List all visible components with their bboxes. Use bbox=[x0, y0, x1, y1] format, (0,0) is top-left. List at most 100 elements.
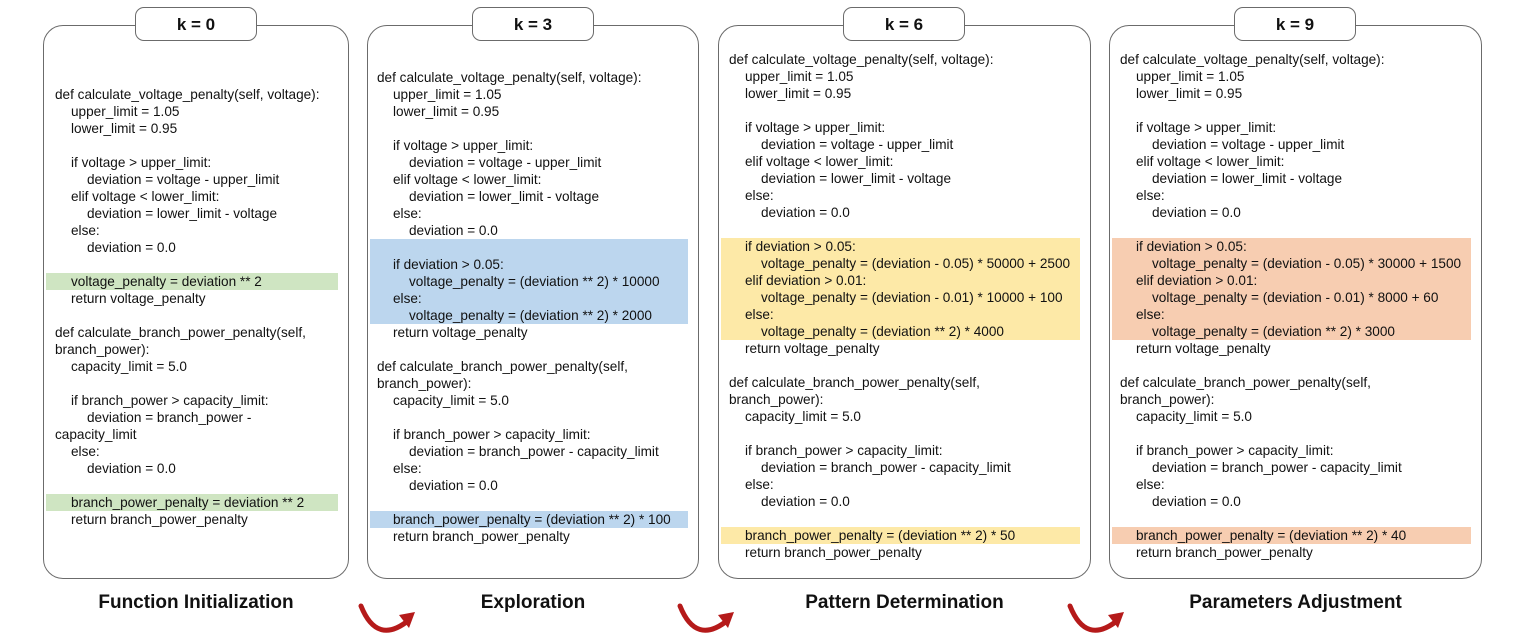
code-line: upper_limit = 1.05 bbox=[1136, 69, 1245, 84]
code-line: voltage_penalty = (deviation - 0.01) * 1… bbox=[721, 289, 1080, 306]
code-line: branch_power): bbox=[1120, 392, 1215, 407]
code-line: deviation = voltage - upper_limit bbox=[87, 172, 280, 187]
code-line: deviation = 0.0 bbox=[761, 205, 850, 220]
code-line: elif deviation > 0.01: bbox=[1112, 272, 1471, 289]
code-line: return voltage_penalty bbox=[71, 291, 206, 306]
code-line: def calculate_voltage_penalty(self, volt… bbox=[1120, 52, 1385, 67]
code-line: else: bbox=[1136, 477, 1165, 492]
code-line: lower_limit = 0.95 bbox=[745, 86, 852, 101]
code-line bbox=[46, 477, 338, 494]
code-line: if deviation > 0.05: bbox=[370, 256, 688, 273]
code-line: def calculate_voltage_penalty(self, volt… bbox=[55, 87, 320, 102]
code-line: if deviation > 0.05: bbox=[1112, 238, 1471, 255]
code-line: deviation = lower_limit - voltage bbox=[1152, 171, 1343, 186]
code-line bbox=[721, 221, 1080, 238]
stage-label: Exploration bbox=[480, 592, 586, 613]
code-line: deviation = branch_power - bbox=[87, 410, 252, 425]
code-line: def calculate_branch_power_penalty(self, bbox=[729, 375, 980, 390]
panel-k9: def calculate_voltage_penalty(self, volt… bbox=[1109, 25, 1482, 579]
code-line: voltage_penalty = (deviation - 0.01) * 8… bbox=[1112, 289, 1471, 306]
code-line: deviation = 0.0 bbox=[761, 494, 850, 509]
code-line: voltage_penalty = (deviation - 0.05) * 3… bbox=[1112, 255, 1471, 272]
code-line: if voltage > upper_limit: bbox=[71, 155, 212, 170]
code-line bbox=[721, 510, 1080, 527]
code-line: return branch_power_penalty bbox=[1136, 545, 1313, 560]
code-line: if branch_power > capacity_limit: bbox=[71, 393, 269, 408]
code-line: branch_power_penalty = (deviation ** 2) … bbox=[1112, 527, 1471, 544]
stage-label: Parameters Adjustment bbox=[1189, 592, 1402, 613]
code-line bbox=[1112, 102, 1471, 119]
code-line: capacity_limit = 5.0 bbox=[1136, 409, 1252, 424]
code-line: if branch_power > capacity_limit: bbox=[1136, 443, 1334, 458]
code-line: def calculate_branch_power_penalty(self, bbox=[1120, 375, 1371, 390]
code-line: capacity_limit = 5.0 bbox=[393, 393, 509, 408]
code-line: else: bbox=[721, 306, 1080, 323]
code-line: deviation = 0.0 bbox=[87, 461, 176, 476]
code-line: deviation = voltage - upper_limit bbox=[409, 155, 602, 170]
code-line: else: bbox=[1112, 306, 1471, 323]
code-line: else: bbox=[393, 461, 422, 476]
code-line: def calculate_branch_power_penalty(self, bbox=[377, 359, 628, 374]
code-line bbox=[721, 425, 1080, 442]
code-line: if branch_power > capacity_limit: bbox=[745, 443, 943, 458]
code-line: if voltage > upper_limit: bbox=[393, 138, 534, 153]
code-line: else: bbox=[745, 188, 774, 203]
code-line: def calculate_voltage_penalty(self, volt… bbox=[729, 52, 994, 67]
curved-arrow-icon bbox=[677, 603, 734, 633]
code-line: return branch_power_penalty bbox=[745, 545, 922, 560]
code-line: upper_limit = 1.05 bbox=[71, 104, 180, 119]
code-line: capacity_limit bbox=[55, 427, 137, 442]
code-block: def calculate_voltage_penalty(self, volt… bbox=[1110, 51, 1481, 561]
code-line: else: bbox=[393, 206, 422, 221]
code-line: deviation = 0.0 bbox=[1152, 205, 1241, 220]
code-block: def calculate_voltage_penalty(self, volt… bbox=[719, 51, 1090, 561]
code-line bbox=[1112, 357, 1471, 374]
code-line: branch_power_penalty = (deviation ** 2) … bbox=[721, 527, 1080, 544]
code-line: elif voltage < lower_limit: bbox=[745, 154, 894, 169]
code-line bbox=[46, 375, 338, 392]
stage-label: Function Initialization bbox=[98, 592, 294, 613]
code-line bbox=[370, 494, 688, 511]
code-line: return voltage_penalty bbox=[393, 325, 528, 340]
code-line bbox=[46, 137, 338, 154]
code-line: return voltage_penalty bbox=[745, 341, 880, 356]
code-line: else: bbox=[71, 444, 100, 459]
code-line: deviation = 0.0 bbox=[1152, 494, 1241, 509]
code-line: branch_power_penalty = (deviation ** 2) … bbox=[370, 511, 688, 528]
code-line bbox=[370, 341, 688, 358]
code-line: elif deviation > 0.01: bbox=[721, 272, 1080, 289]
code-line: capacity_limit = 5.0 bbox=[745, 409, 861, 424]
code-line: else: bbox=[1136, 188, 1165, 203]
code-line bbox=[46, 307, 338, 324]
code-line: deviation = lower_limit - voltage bbox=[87, 206, 278, 221]
code-line: deviation = voltage - upper_limit bbox=[761, 137, 954, 152]
curved-arrow-icon bbox=[1067, 603, 1124, 633]
code-line: capacity_limit = 5.0 bbox=[71, 359, 187, 374]
code-line: elif voltage < lower_limit: bbox=[393, 172, 542, 187]
code-line: voltage_penalty = (deviation - 0.05) * 5… bbox=[721, 255, 1080, 272]
panel-k3: def calculate_voltage_penalty(self, volt… bbox=[367, 25, 699, 579]
code-line: def calculate_branch_power_penalty(self, bbox=[55, 325, 306, 340]
code-line bbox=[1112, 221, 1471, 238]
code-block: def calculate_voltage_penalty(self, volt… bbox=[44, 86, 348, 528]
code-line: if voltage > upper_limit: bbox=[745, 120, 886, 135]
code-line: return branch_power_penalty bbox=[71, 512, 248, 527]
code-line: deviation = lower_limit - voltage bbox=[409, 189, 600, 204]
code-line: lower_limit = 0.95 bbox=[393, 104, 500, 119]
code-line bbox=[46, 256, 338, 273]
code-line: voltage_penalty = (deviation ** 2) * 200… bbox=[370, 307, 688, 324]
code-line: return voltage_penalty bbox=[1136, 341, 1271, 356]
k-tag: k = 0 bbox=[135, 7, 257, 41]
k-tag: k = 9 bbox=[1234, 7, 1356, 41]
code-line: voltage_penalty = (deviation ** 2) * 400… bbox=[721, 323, 1080, 340]
code-line: voltage_penalty = (deviation ** 2) * 300… bbox=[1112, 323, 1471, 340]
code-line: deviation = 0.0 bbox=[409, 478, 498, 493]
k-tag: k = 6 bbox=[843, 7, 965, 41]
code-line bbox=[370, 409, 688, 426]
code-block: def calculate_voltage_penalty(self, volt… bbox=[368, 69, 698, 545]
k-tag: k = 3 bbox=[472, 7, 594, 41]
code-line: deviation = 0.0 bbox=[409, 223, 498, 238]
code-line bbox=[370, 120, 688, 137]
code-line bbox=[1112, 425, 1471, 442]
code-line: elif voltage < lower_limit: bbox=[71, 189, 220, 204]
